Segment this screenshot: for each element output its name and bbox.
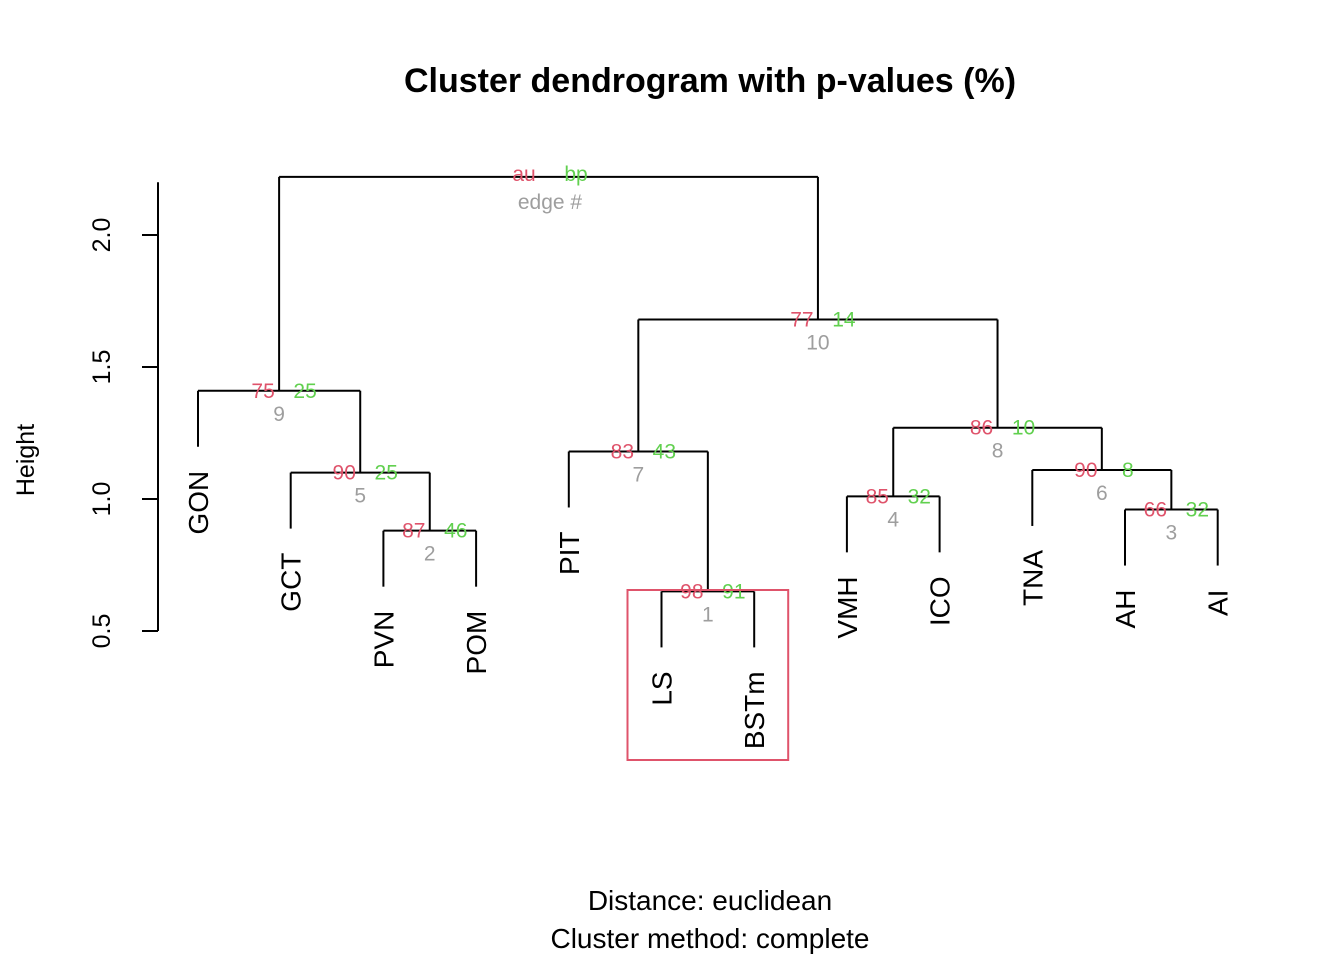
au-value: 77 [790, 308, 813, 331]
y-tick-label: 1.0 [88, 482, 116, 517]
edge-number: 1 [702, 603, 714, 626]
dendrogram-tree [197, 175, 1219, 648]
edge-number: 5 [354, 485, 366, 508]
au-value: 98 [680, 580, 703, 603]
leaf-label: LS [647, 671, 678, 705]
edge-number: 4 [887, 508, 899, 531]
leaf-label: ICO [925, 576, 956, 626]
leaf-label: GCT [276, 553, 307, 612]
bp-value: 25 [375, 462, 398, 485]
edge-number: 2 [424, 543, 436, 566]
leaf-label: VMH [832, 576, 863, 638]
edge-number: 3 [1166, 522, 1178, 545]
au-value: 86 [970, 417, 993, 440]
edge-number: 10 [806, 331, 829, 354]
leaf-label: PVN [368, 611, 399, 669]
edge-number: 6 [1096, 482, 1108, 505]
y-axis: 0.5 1.0 1.5 2.0 [88, 182, 159, 649]
edge-number: 9 [273, 403, 285, 426]
y-tick-label: 1.5 [88, 350, 116, 385]
leaf-label: AI [1203, 590, 1234, 616]
bp-value: 32 [908, 485, 931, 508]
leaf-label: TNA [1017, 550, 1048, 606]
edge-number: 7 [632, 463, 644, 486]
leaf-label: GON [183, 471, 214, 535]
bp-value: 43 [653, 440, 676, 463]
subtitle-method: Cluster method: complete [550, 923, 869, 954]
pvalue-legend: au bp edge # [512, 163, 587, 214]
bp-value: 46 [444, 520, 467, 543]
au-value: 75 [251, 380, 274, 403]
y-tick-label: 0.5 [88, 614, 116, 649]
highlight-boxes [626, 589, 790, 761]
au-value: 90 [1074, 459, 1097, 482]
y-tick-label: 2.0 [88, 218, 116, 253]
leaf-label: AH [1110, 590, 1141, 629]
leaf-label: PIT [554, 531, 585, 575]
edge-number: 8 [992, 440, 1004, 463]
au-value: 87 [402, 520, 425, 543]
leaf-label: POM [461, 611, 492, 675]
au-value: 85 [866, 485, 889, 508]
legend-bp: bp [564, 163, 587, 186]
legend-edge: edge # [518, 191, 583, 214]
bp-value: 25 [293, 380, 316, 403]
bp-value: 32 [1186, 499, 1209, 522]
bp-value: 8 [1122, 459, 1134, 482]
cluster-highlight-box [626, 589, 790, 761]
au-value: 83 [611, 440, 634, 463]
bp-value: 91 [722, 580, 745, 603]
au-value: 90 [333, 462, 356, 485]
bp-value: 14 [832, 308, 856, 331]
y-axis-label: Height [12, 424, 40, 496]
au-value: 66 [1144, 499, 1167, 522]
chart-title: Cluster dendrogram with p-values (%) [404, 62, 1016, 100]
leaf-label: BSTm [739, 671, 770, 749]
bp-value: 10 [1012, 417, 1035, 440]
legend-au: au [512, 163, 535, 186]
subtitle-distance: Distance: euclidean [588, 885, 832, 916]
leaf-labels: GON GCT PVN POM PIT LS BSTm VMH ICO TNA AH AI [183, 471, 1234, 749]
